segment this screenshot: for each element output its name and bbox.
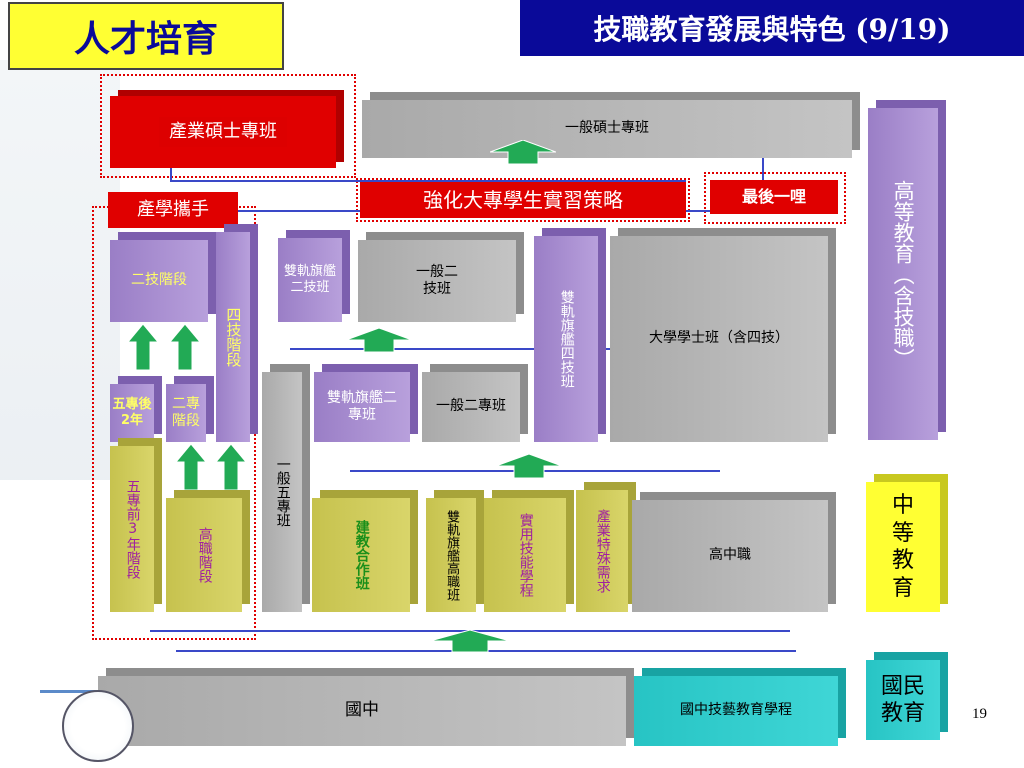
- secondary-edu-label: 中等教育: [891, 493, 914, 601]
- national-edu-label: 國民教育: [880, 673, 925, 727]
- junior-high-arts-box: 國中技藝教育學程: [634, 676, 838, 746]
- last-mile-outline: [704, 172, 846, 224]
- four-tech-stage-box: 四技階段: [216, 232, 250, 442]
- industry-academia-label: 產學攜手: [137, 198, 209, 220]
- five-junior-after2-label: 五專後2年: [112, 396, 152, 428]
- arrow-up-icon: [430, 630, 510, 652]
- two-tech-stage-label: 二技階段: [131, 272, 187, 289]
- university-class-label: 大學學士班（含四技）: [649, 330, 789, 347]
- strengthen-internship-box: 強化大專學生實習策略: [360, 182, 686, 218]
- construction-coop-label: 建教合作班: [353, 520, 370, 590]
- university-class-box: 大學學士班（含四技）: [610, 236, 828, 442]
- industry-master-label: 產業碩士專班: [159, 116, 287, 148]
- page-number: 19: [972, 706, 987, 722]
- industry-special-label: 產業特殊需求: [594, 509, 611, 593]
- four-tech-stage-label: 四技階段: [224, 307, 243, 367]
- slide-title: 技職教育發展與特色 (9/19): [593, 13, 951, 46]
- five-junior-after2-box: 五專後2年: [110, 384, 154, 442]
- vocational-stage-label: 高職階段: [196, 527, 213, 583]
- practical-skills-label: 實用技能學程: [517, 513, 534, 597]
- junior-high-arts-label: 國中技藝教育學程: [680, 702, 792, 719]
- general-2tech-box: 一般二技班: [358, 240, 516, 322]
- two-junior-stage-label: 二專階段: [172, 395, 200, 430]
- five-junior-before3-box: 五專前3年階段: [110, 446, 154, 612]
- general-master-box: 一般碩士專班: [362, 100, 852, 158]
- arrow-up-icon: [176, 444, 206, 490]
- secondary-edu-pillar: 中等教育: [866, 482, 940, 612]
- construction-coop-box: 建教合作班: [312, 498, 410, 612]
- general-five-junior-label: 一般五專班: [274, 457, 291, 527]
- arrow-up-icon: [170, 324, 200, 370]
- vocational-stage-box: 高職階段: [166, 498, 242, 612]
- dual-4tech-label: 雙軌旗艦四技班: [558, 290, 575, 388]
- strengthen-internship-label: 強化大專學生實習策略: [423, 187, 623, 212]
- general-2tech-label: 一般二技班: [416, 263, 458, 298]
- connector-mid: [290, 348, 730, 350]
- dual-4tech-box: 雙軌旗艦四技班: [534, 236, 598, 442]
- industry-master-box: 產業碩士專班: [110, 96, 336, 168]
- industry-master-outline: [100, 74, 356, 178]
- last-mile-box: 最後一哩: [710, 180, 838, 214]
- senior-vocational-label: 高中職: [709, 547, 751, 564]
- arrow-up-icon: [216, 444, 246, 490]
- general-five-junior-box: 一般五專班: [262, 372, 302, 612]
- dual-2junior-label: 雙軌旗艦二專班: [327, 389, 397, 424]
- national-edu-pillar: 國民教育: [866, 660, 940, 740]
- arrow-up-icon: [490, 140, 556, 164]
- arrow-up-icon: [128, 324, 158, 370]
- higher-edu-label: 高等教育（含技職）: [891, 179, 916, 369]
- dual-vocational-label: 雙軌旗艦高職班: [444, 509, 460, 601]
- industry-academia-box: 產學攜手: [108, 192, 238, 228]
- footer-line: [40, 690, 100, 693]
- general-2junior-label: 一般二專班: [436, 398, 506, 415]
- two-tech-stage-box: 二技階段: [110, 240, 208, 322]
- section-title: 人才培育: [73, 18, 218, 60]
- industry-special-box: 產業特殊需求: [576, 490, 628, 612]
- last-mile-label: 最後一哩: [741, 187, 806, 206]
- senior-vocational-box: 高中職: [632, 500, 828, 612]
- general-master-label: 一般碩士專班: [565, 120, 649, 137]
- five-junior-before3-label: 五專前3年階段: [124, 479, 141, 579]
- practical-skills-box: 實用技能學程: [484, 498, 566, 612]
- connector-v1: [170, 160, 172, 182]
- two-junior-stage-box: 二專階段: [166, 384, 206, 442]
- dual-2tech-box: 雙軌旗艦二技班: [278, 238, 342, 322]
- general-2junior-box: 一般二專班: [422, 372, 520, 442]
- slide-title-banner: 技職教育發展與特色 (9/19): [520, 0, 1024, 56]
- higher-edu-pillar: 高等教育（含技職）: [868, 108, 938, 440]
- ministry-seal-logo: [62, 690, 134, 762]
- junior-high-label: 國中: [345, 700, 379, 721]
- internship-outline: [356, 178, 690, 222]
- arrow-up-icon: [496, 454, 562, 478]
- connector-top: [170, 180, 686, 182]
- dual-vocational-box: 雙軌旗艦高職班: [426, 498, 476, 612]
- dual-2junior-box: 雙軌旗艦二專班: [314, 372, 410, 442]
- section-title-banner: 人才培育: [8, 2, 284, 70]
- junior-high-box: 國中: [98, 676, 626, 746]
- arrow-up-icon: [346, 328, 412, 352]
- dual-2tech-label: 雙軌旗艦二技班: [283, 263, 336, 295]
